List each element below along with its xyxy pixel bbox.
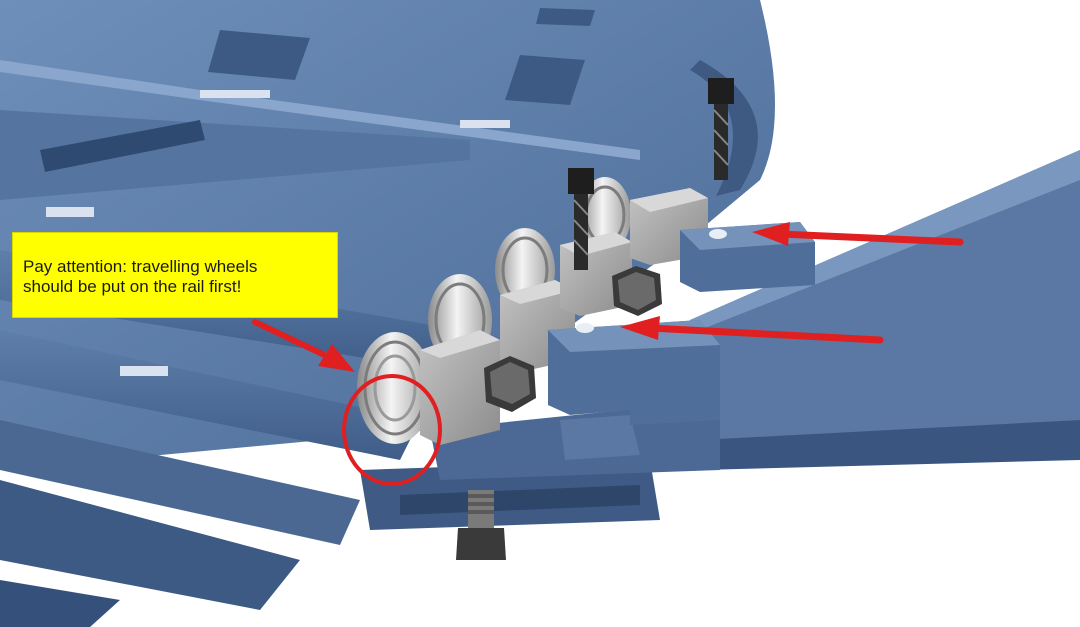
callout-line-2: should be put on the rail first! <box>23 277 242 296</box>
mounting-plate <box>360 460 660 530</box>
arrow-lower <box>620 316 884 344</box>
socket-bolt-left <box>568 168 594 270</box>
rail-beams <box>0 90 510 627</box>
hex-nut-front <box>484 356 536 412</box>
bottom-bolt <box>456 490 506 560</box>
callout-pointer-arrow <box>252 319 355 372</box>
socket-bolt-right <box>708 78 734 180</box>
turntable-plate <box>0 0 775 470</box>
warning-callout: Pay attention: travelling wheels should … <box>12 232 338 318</box>
arrow-upper <box>752 222 964 246</box>
callout-line-1: Pay attention: travelling wheels <box>23 257 258 276</box>
frame-beam <box>690 150 1080 470</box>
highlight-circle <box>342 374 442 486</box>
hex-nut-rear <box>612 266 662 316</box>
clamp-bracket-lower <box>548 320 720 425</box>
